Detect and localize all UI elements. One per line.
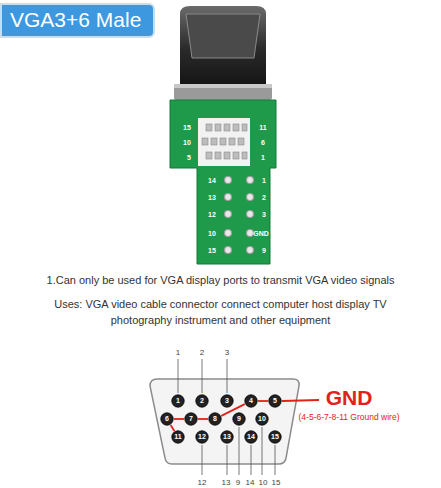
pin-number: 10 — [255, 412, 269, 426]
pin-circle: 1 — [171, 394, 185, 408]
pin-number-label: 14 — [246, 478, 255, 487]
pin-number: 9 — [232, 412, 246, 426]
ground-wire — [171, 425, 175, 431]
pin-label: 15 — [183, 124, 191, 131]
pin-circle: 4 — [244, 394, 258, 408]
title-text: VGA3+6 Male — [10, 8, 141, 31]
pin-label: 10 — [183, 139, 191, 146]
pin-circle: 15 — [268, 430, 282, 444]
terminal-label: 12 — [208, 211, 216, 218]
db15-shell — [150, 379, 299, 464]
pin-circle: 5 — [268, 394, 282, 408]
pin-circle: 11 — [171, 430, 185, 444]
pin-circle: 8 — [208, 412, 222, 426]
pin-number: 14 — [244, 430, 258, 444]
pin-circle: 14 — [244, 430, 258, 444]
ground-wire — [174, 418, 184, 420]
pin-number-label: 9 — [236, 478, 240, 487]
pin-circle: 12 — [195, 430, 209, 444]
pin-number-label: 15 — [272, 478, 281, 487]
terminal-label: GND — [253, 230, 269, 237]
pin-number-label: 10 — [259, 478, 268, 487]
terminal-label: 15 — [208, 247, 216, 254]
pin-number: 15 — [268, 430, 282, 444]
pin-number-label: 2 — [200, 348, 204, 357]
leader-lines — [178, 359, 275, 475]
pin-number: 11 — [171, 430, 185, 444]
pin-number: 12 — [195, 430, 209, 444]
pin-number-label: 3 — [225, 348, 229, 357]
pcb-board — [170, 100, 276, 264]
pin-number: 13 — [220, 430, 234, 444]
terminal-label: 9 — [262, 247, 266, 254]
pin-circle: 3 — [220, 394, 234, 408]
pin-label: 6 — [261, 139, 265, 146]
pin-number: 6 — [160, 412, 174, 426]
pin-label: 5 — [187, 154, 191, 161]
note-text: 1.Can only be used for VGA display ports… — [6, 273, 436, 289]
pin-number: 5 — [268, 394, 282, 408]
pin-circle: 10 — [255, 412, 269, 426]
pin-number: 3 — [220, 394, 234, 408]
signal-name: GND — [326, 386, 373, 410]
pin-circle: 6 — [160, 412, 174, 426]
terminal-label: 2 — [262, 194, 266, 201]
pin-number-label: 13 — [222, 478, 231, 487]
usage-text: Uses: VGA video cable connector connect … — [23, 297, 418, 329]
pin-number-label: 1 — [176, 348, 180, 357]
pin-number: 4 — [244, 394, 258, 408]
pin-number: 7 — [184, 412, 198, 426]
pin-number-label: 12 — [198, 478, 207, 487]
vga-connector-shell — [174, 6, 272, 100]
terminal-label: 3 — [262, 211, 266, 218]
title-banner: VGA3+6 Male — [0, 3, 155, 38]
terminal-label: 1 — [262, 177, 266, 184]
pin-circle: 9 — [232, 412, 246, 426]
pin-label: 1 — [261, 154, 265, 161]
pin-label: 11 — [259, 124, 266, 131]
pin-circle: 2 — [195, 394, 209, 408]
terminal-label: 10 — [208, 230, 216, 237]
pin-number: 2 — [195, 394, 209, 408]
ground-wire — [198, 418, 208, 420]
ground-wire — [258, 400, 268, 402]
terminal-label: 13 — [208, 194, 216, 201]
pin-number: 8 — [208, 412, 222, 426]
pin-circle: 7 — [184, 412, 198, 426]
terminal-label: 14 — [208, 177, 216, 184]
pin-number: 1 — [171, 394, 185, 408]
ground-note: (4-5-6-7-8-11 Ground wire) — [299, 412, 400, 422]
pin-circle: 13 — [220, 430, 234, 444]
gnd-leader — [282, 400, 319, 401]
